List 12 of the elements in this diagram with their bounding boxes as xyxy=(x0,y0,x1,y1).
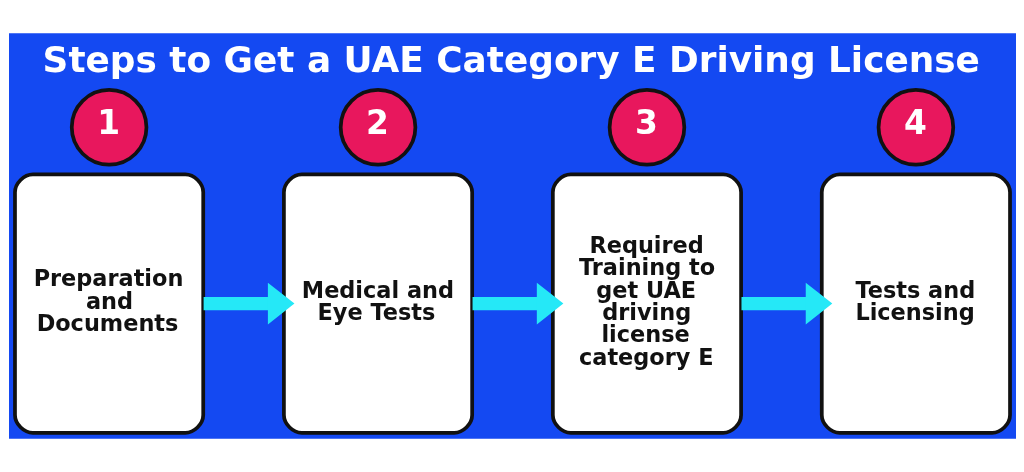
node-box: Tests and Licensing xyxy=(819,172,1012,435)
arrow xyxy=(203,282,294,325)
arrow xyxy=(741,282,832,325)
node-box: Medical and Eye Tests xyxy=(281,172,474,435)
node-circle: 2 xyxy=(338,88,417,167)
node-circle: 4 xyxy=(876,88,955,167)
node-circle: 1 xyxy=(69,88,148,167)
node-box: Preparation and Documents xyxy=(12,172,205,435)
node-circle: 3 xyxy=(607,88,686,167)
arrow xyxy=(472,282,563,325)
diagram-title: Steps to Get a UAE Category E Driving License xyxy=(42,39,980,81)
node-box: Required Training to get UAE driving license category E xyxy=(550,172,743,435)
